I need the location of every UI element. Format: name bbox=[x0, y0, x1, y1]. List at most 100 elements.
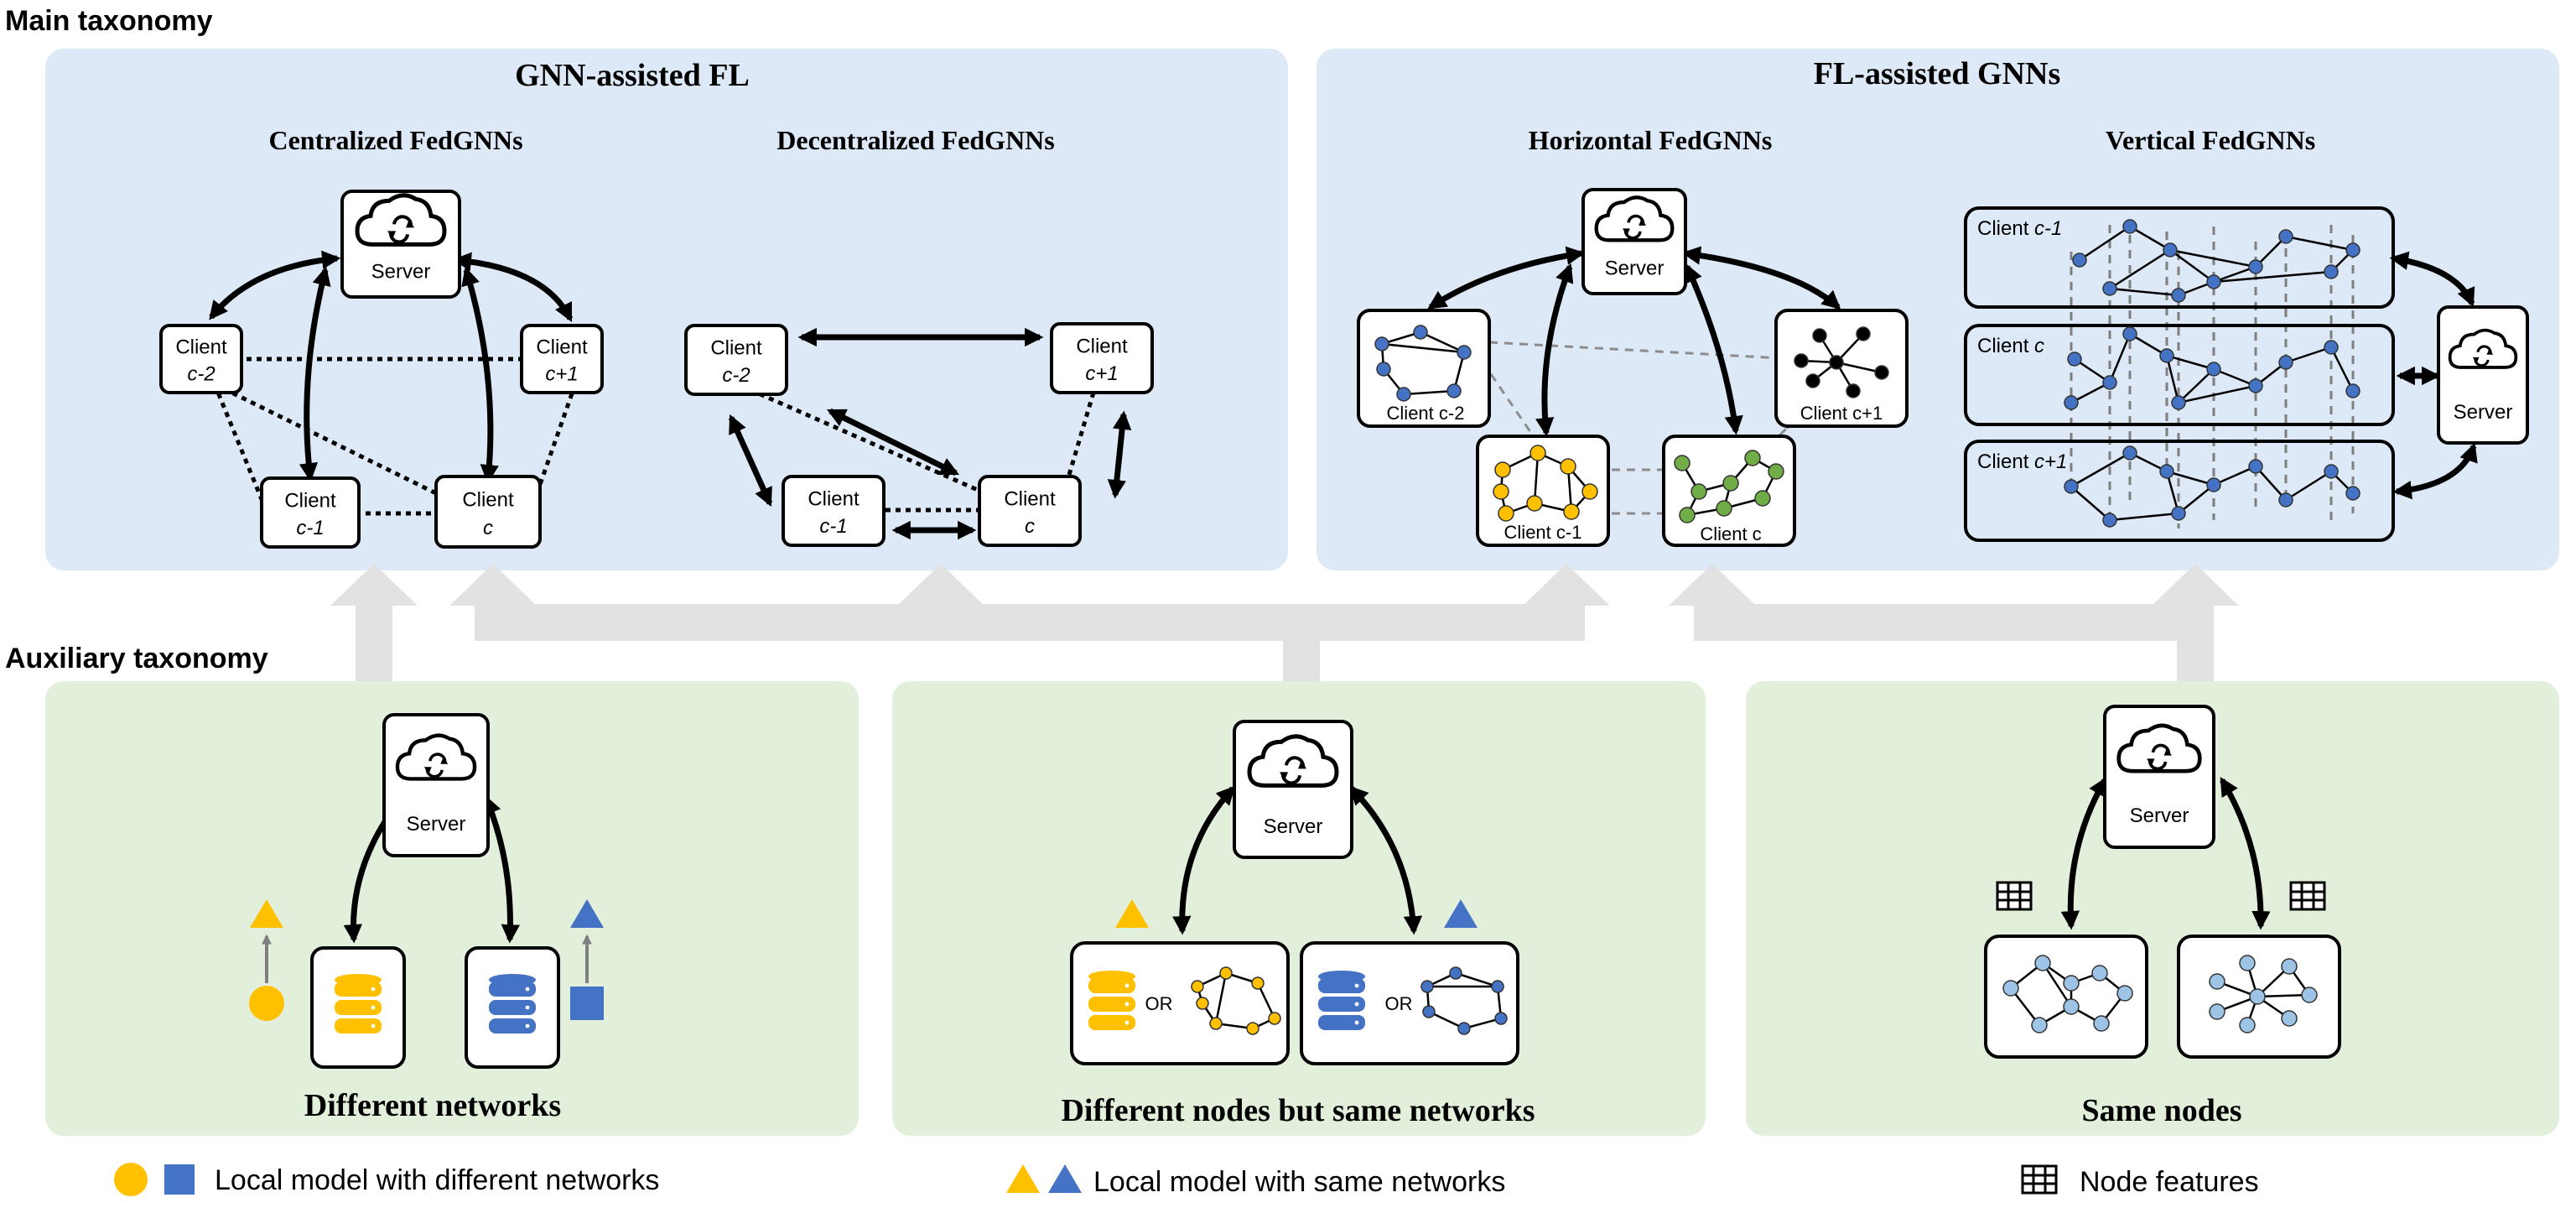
graph-node bbox=[1413, 325, 1428, 340]
server-label: Server bbox=[1264, 815, 1323, 838]
database-dot bbox=[371, 987, 376, 992]
aux2-graph-blue bbox=[1420, 966, 1508, 1035]
aux3-client-1 bbox=[1984, 935, 2148, 1059]
database-top bbox=[335, 974, 382, 986]
graph-node bbox=[2122, 326, 2137, 341]
graph-node bbox=[1498, 505, 1514, 522]
database-dot bbox=[1124, 1020, 1130, 1025]
graph-node bbox=[1856, 326, 1871, 341]
client-index: c+1 bbox=[1085, 362, 1118, 385]
graph-node bbox=[2002, 980, 2019, 997]
graph-edge bbox=[2178, 368, 2215, 404]
graph-node bbox=[1446, 383, 1462, 398]
horizontal-server: Server bbox=[1581, 188, 1687, 295]
graph-node bbox=[2345, 242, 2360, 258]
graph-node bbox=[2072, 253, 2087, 268]
aux1-server: Server bbox=[382, 713, 490, 857]
graph-node bbox=[1251, 976, 1265, 990]
graph-edge bbox=[2166, 470, 2215, 487]
graph-node bbox=[1420, 980, 1434, 993]
client-index: c-1 bbox=[2034, 217, 2062, 240]
graph-edge bbox=[2329, 346, 2355, 392]
server-label: Server bbox=[407, 813, 466, 836]
client-index: c+1 bbox=[2034, 450, 2067, 473]
database-layer bbox=[1318, 997, 1365, 1012]
graph-edge bbox=[1214, 972, 1228, 1024]
feature-grid bbox=[1996, 881, 2033, 911]
graph-edge bbox=[2079, 225, 2131, 262]
database-layer bbox=[1318, 1015, 1365, 1030]
graph-node bbox=[2031, 1017, 2048, 1034]
node-features-icon bbox=[2289, 881, 2326, 911]
graph-edge bbox=[2285, 470, 2332, 502]
graph-node bbox=[1209, 1017, 1223, 1030]
graph-node bbox=[1494, 1012, 1508, 1025]
graph-edge bbox=[2070, 486, 2111, 521]
graph-node bbox=[1376, 362, 1391, 377]
horizontal-client-c-2: Client c-2 bbox=[1357, 309, 1491, 428]
client-label: Client bbox=[175, 336, 227, 359]
graph-node bbox=[2281, 958, 2298, 975]
graph-node bbox=[1219, 966, 1233, 980]
aux-different-networks-title: Different networks bbox=[304, 1088, 561, 1123]
panel-aux-different-networks bbox=[45, 681, 859, 1136]
cloud-outline bbox=[395, 733, 477, 781]
database-top bbox=[1318, 971, 1365, 982]
yellow-triangle-icon bbox=[1115, 899, 1149, 928]
main-taxonomy-label: Main taxonomy bbox=[5, 5, 213, 37]
graph-node bbox=[2209, 1003, 2225, 1020]
gnn-assisted-fl-title: GNN-assisted FL bbox=[515, 58, 750, 93]
sync-arrowhead bbox=[2147, 758, 2155, 767]
graph-node bbox=[1690, 483, 1707, 500]
graph-node bbox=[1457, 345, 1472, 360]
graph-node bbox=[1396, 387, 1411, 402]
graph-edge bbox=[1836, 361, 1883, 374]
sync-arrowhead bbox=[1280, 772, 1288, 781]
database-dot bbox=[525, 1023, 530, 1028]
graph-node bbox=[1754, 490, 1771, 507]
database-icon bbox=[489, 974, 536, 1034]
server-label: Server bbox=[371, 260, 431, 283]
client-index: c-2 bbox=[722, 364, 750, 387]
vertical-layer-c: Client c bbox=[1964, 324, 2395, 426]
graph-edge bbox=[2285, 346, 2332, 364]
graph-node bbox=[1674, 455, 1690, 471]
aux3-graph-2 bbox=[2209, 955, 2318, 1034]
client-box-frame bbox=[520, 324, 604, 394]
graph-client-c-1 bbox=[1493, 445, 1598, 522]
database-layer bbox=[489, 982, 536, 997]
client-box-frame bbox=[978, 475, 1082, 547]
server-label: Server bbox=[1605, 258, 1665, 280]
graph-node bbox=[2171, 395, 2186, 410]
graph-node bbox=[2063, 975, 2080, 992]
client-box-frame bbox=[782, 475, 886, 547]
database-dot bbox=[525, 987, 530, 992]
client-index: c+1 bbox=[545, 363, 578, 386]
cloud-outline bbox=[355, 193, 447, 247]
client-box-frame bbox=[1050, 322, 1154, 394]
client-label: Client c-2 bbox=[1387, 403, 1465, 424]
graph-edge bbox=[2166, 354, 2215, 371]
graph-node bbox=[2278, 229, 2293, 244]
graph-edge bbox=[1533, 452, 1540, 504]
aux1-client-1 bbox=[310, 946, 406, 1069]
graph-edge bbox=[2213, 265, 2257, 284]
horizontal-client-c: Client c bbox=[1662, 435, 1796, 547]
graph-node bbox=[2102, 281, 2117, 296]
cloud-icon bbox=[2448, 328, 2518, 369]
database-layer bbox=[1088, 978, 1135, 993]
sync-arrowhead bbox=[2163, 747, 2172, 756]
legend: Local model with different networks Loca… bbox=[114, 1163, 2259, 1198]
cloud-icon bbox=[395, 733, 477, 781]
graph-node bbox=[2301, 987, 2318, 1003]
decentralized-diagram bbox=[728, 327, 1132, 540]
graph-edge bbox=[2109, 248, 2171, 290]
graph-edge bbox=[2178, 484, 2215, 514]
sync-arrowhead bbox=[387, 231, 396, 240]
graph-client-c+1 bbox=[1794, 326, 1889, 398]
graph-edge bbox=[2213, 465, 2257, 487]
graph-node bbox=[2248, 378, 2263, 393]
graph-edge bbox=[2129, 225, 2171, 252]
graph-edge bbox=[2109, 287, 2179, 297]
